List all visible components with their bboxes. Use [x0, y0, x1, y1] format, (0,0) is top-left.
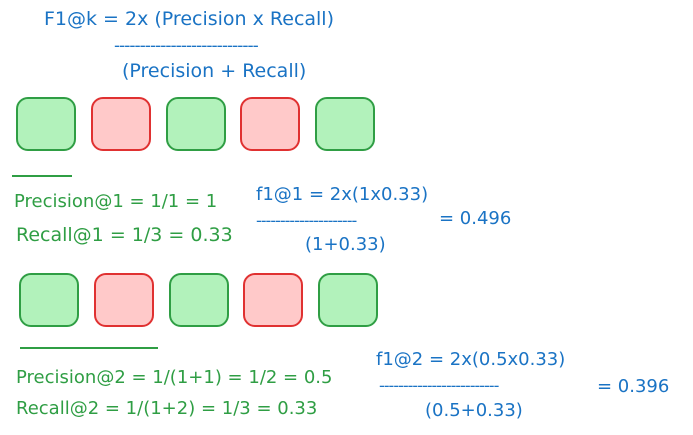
row1-f1-result: = 0.496 [439, 208, 512, 229]
f1-formula-denominator: (Precision + Recall) [122, 60, 307, 82]
row1-box-2-not-relevant [91, 97, 151, 151]
row1-precision: Precision@1 = 1/1 = 1 [14, 191, 218, 212]
f1-formula-numerator: F1@k = 2x (Precision x Recall) [44, 8, 335, 30]
row2-box-4-not-relevant [243, 273, 303, 327]
row1-box-1-relevant [16, 97, 76, 151]
row1-box-5-relevant [315, 97, 375, 151]
row1-k-underline [12, 175, 72, 177]
row2-f1-numerator: f1@2 = 2x(0.5x0.33) [376, 349, 566, 370]
row1-f1-numerator: f1@1 = 2x(1x0.33) [256, 184, 429, 205]
row2-precision: Precision@2 = 1/(1+1) = 1/2 = 0.5 [16, 367, 333, 388]
row1-recall: Recall@1 = 1/3 = 0.33 [16, 224, 233, 246]
row1-f1-denominator: (1+0.33) [305, 234, 386, 255]
row2-box-3-relevant [169, 273, 229, 327]
row1-f1-divider: --------------------- [256, 211, 357, 230]
row1-box-4-not-relevant [240, 97, 300, 151]
row2-box-2-not-relevant [94, 273, 154, 327]
row2-box-1-relevant [19, 273, 79, 327]
row2-f1-denominator: (0.5+0.33) [425, 400, 523, 421]
row2-recall: Recall@2 = 1/(1+2) = 1/3 = 0.33 [16, 398, 318, 419]
row2-f1-divider: ------------------------- [379, 376, 499, 395]
row2-k-underline [20, 347, 158, 349]
f1-formula-divider: ---------------------------- [114, 36, 259, 56]
row1-box-3-relevant [166, 97, 226, 151]
row2-f1-result: = 0.396 [597, 376, 670, 397]
row2-box-5-relevant [318, 273, 378, 327]
